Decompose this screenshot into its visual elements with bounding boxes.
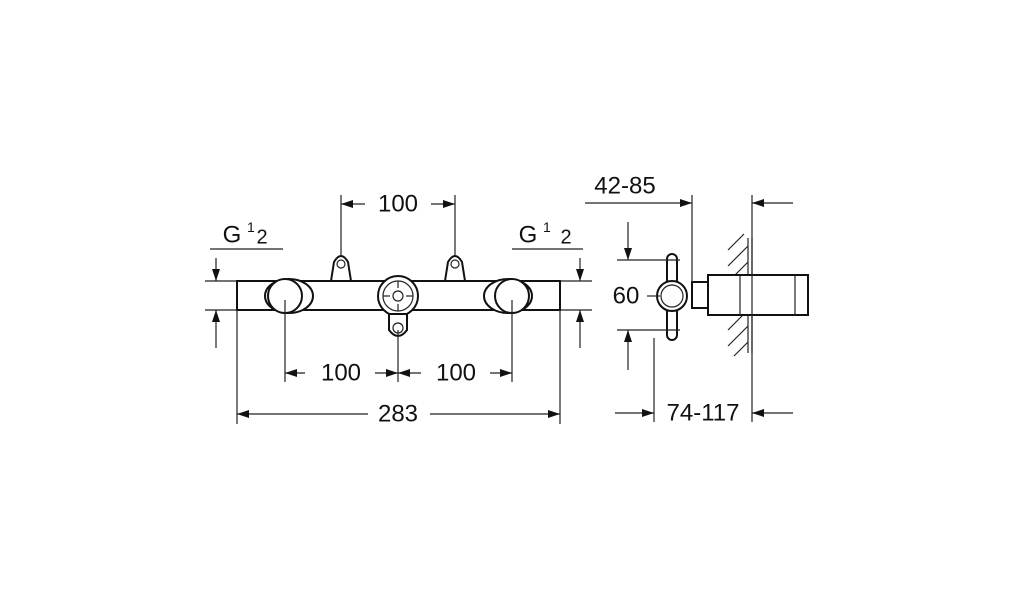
- front-view: 100 G 1 2 G 1 2 100 100: [205, 190, 592, 427]
- dim-wall-depth: 42-85: [594, 172, 655, 199]
- dim-left-spacing: 100: [321, 359, 361, 386]
- top-spout-left: [329, 255, 353, 282]
- dim-right-spacing: 100: [436, 359, 476, 386]
- dim-installation-depth: 74-117: [667, 399, 740, 426]
- valve-housing: [707, 274, 809, 316]
- svg-text:1: 1: [543, 219, 551, 235]
- thread-label-left: G 1 2: [223, 219, 268, 248]
- svg-text:G: G: [519, 221, 538, 248]
- dim-top-spouts: 100: [378, 190, 418, 217]
- collar: [691, 281, 709, 309]
- center-wheel: [377, 275, 419, 317]
- side-view: 42-85 60 74-117: [585, 172, 809, 426]
- thread-label-right: G 1 2: [519, 219, 572, 248]
- svg-text:G: G: [223, 221, 242, 248]
- svg-text:2: 2: [256, 226, 267, 248]
- svg-text:2: 2: [560, 226, 571, 248]
- svg-text:1: 1: [247, 219, 255, 235]
- dim-overall-width: 283: [378, 400, 418, 427]
- inlet-right: [483, 278, 533, 314]
- inlet-left: [264, 278, 314, 314]
- top-spout-right: [443, 255, 467, 282]
- dim-height: 60: [613, 282, 640, 309]
